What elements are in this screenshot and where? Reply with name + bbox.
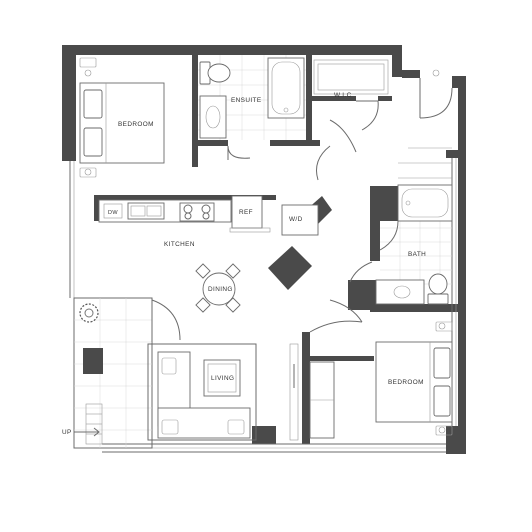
ensuite-room: ENSUITE xyxy=(198,55,306,160)
walls xyxy=(62,45,466,454)
ref-label: REF xyxy=(239,209,253,216)
dining-label: DINING xyxy=(208,286,233,293)
dw-label: DW xyxy=(108,210,118,216)
kitchen-label: KITCHEN xyxy=(164,241,195,248)
kitchen-room: DW REF W/D KITCHEN xyxy=(98,195,319,248)
bedroom-1-label: BEDROOM xyxy=(118,121,154,128)
bath-room: BATH xyxy=(349,184,453,305)
refrigerator xyxy=(231,195,263,229)
cooktop xyxy=(179,202,215,222)
balcony: UP xyxy=(62,297,181,449)
dining-table xyxy=(202,272,236,306)
kitchen-sink xyxy=(127,202,165,220)
dining-area: DINING xyxy=(195,263,241,313)
plant-icon xyxy=(79,303,99,323)
bath-toilet xyxy=(428,273,448,295)
balcony-table xyxy=(83,348,103,374)
wd-label: W/D xyxy=(289,216,303,223)
stair-up-label: UP xyxy=(62,429,72,436)
washer-dryer xyxy=(281,204,319,236)
bath-sink xyxy=(393,285,411,299)
wic-room: W.I.C xyxy=(313,59,389,181)
dishwasher xyxy=(103,203,123,219)
entry-door xyxy=(419,69,453,119)
living-label: LIVING xyxy=(211,375,234,382)
bedroom-2-room: BEDROOM xyxy=(309,299,453,436)
living-room: LIVING xyxy=(147,343,335,441)
ensuite-toilet xyxy=(207,63,231,83)
coffee-table xyxy=(203,359,241,397)
ensuite-label: ENSUITE xyxy=(231,97,262,104)
bath-tub xyxy=(397,184,453,222)
bath-label: BATH xyxy=(408,251,426,258)
wic-label: W.I.C xyxy=(334,92,352,99)
bedroom-2-label: BEDROOM xyxy=(388,379,424,386)
bedroom-1-room: BEDROOM xyxy=(79,57,165,178)
